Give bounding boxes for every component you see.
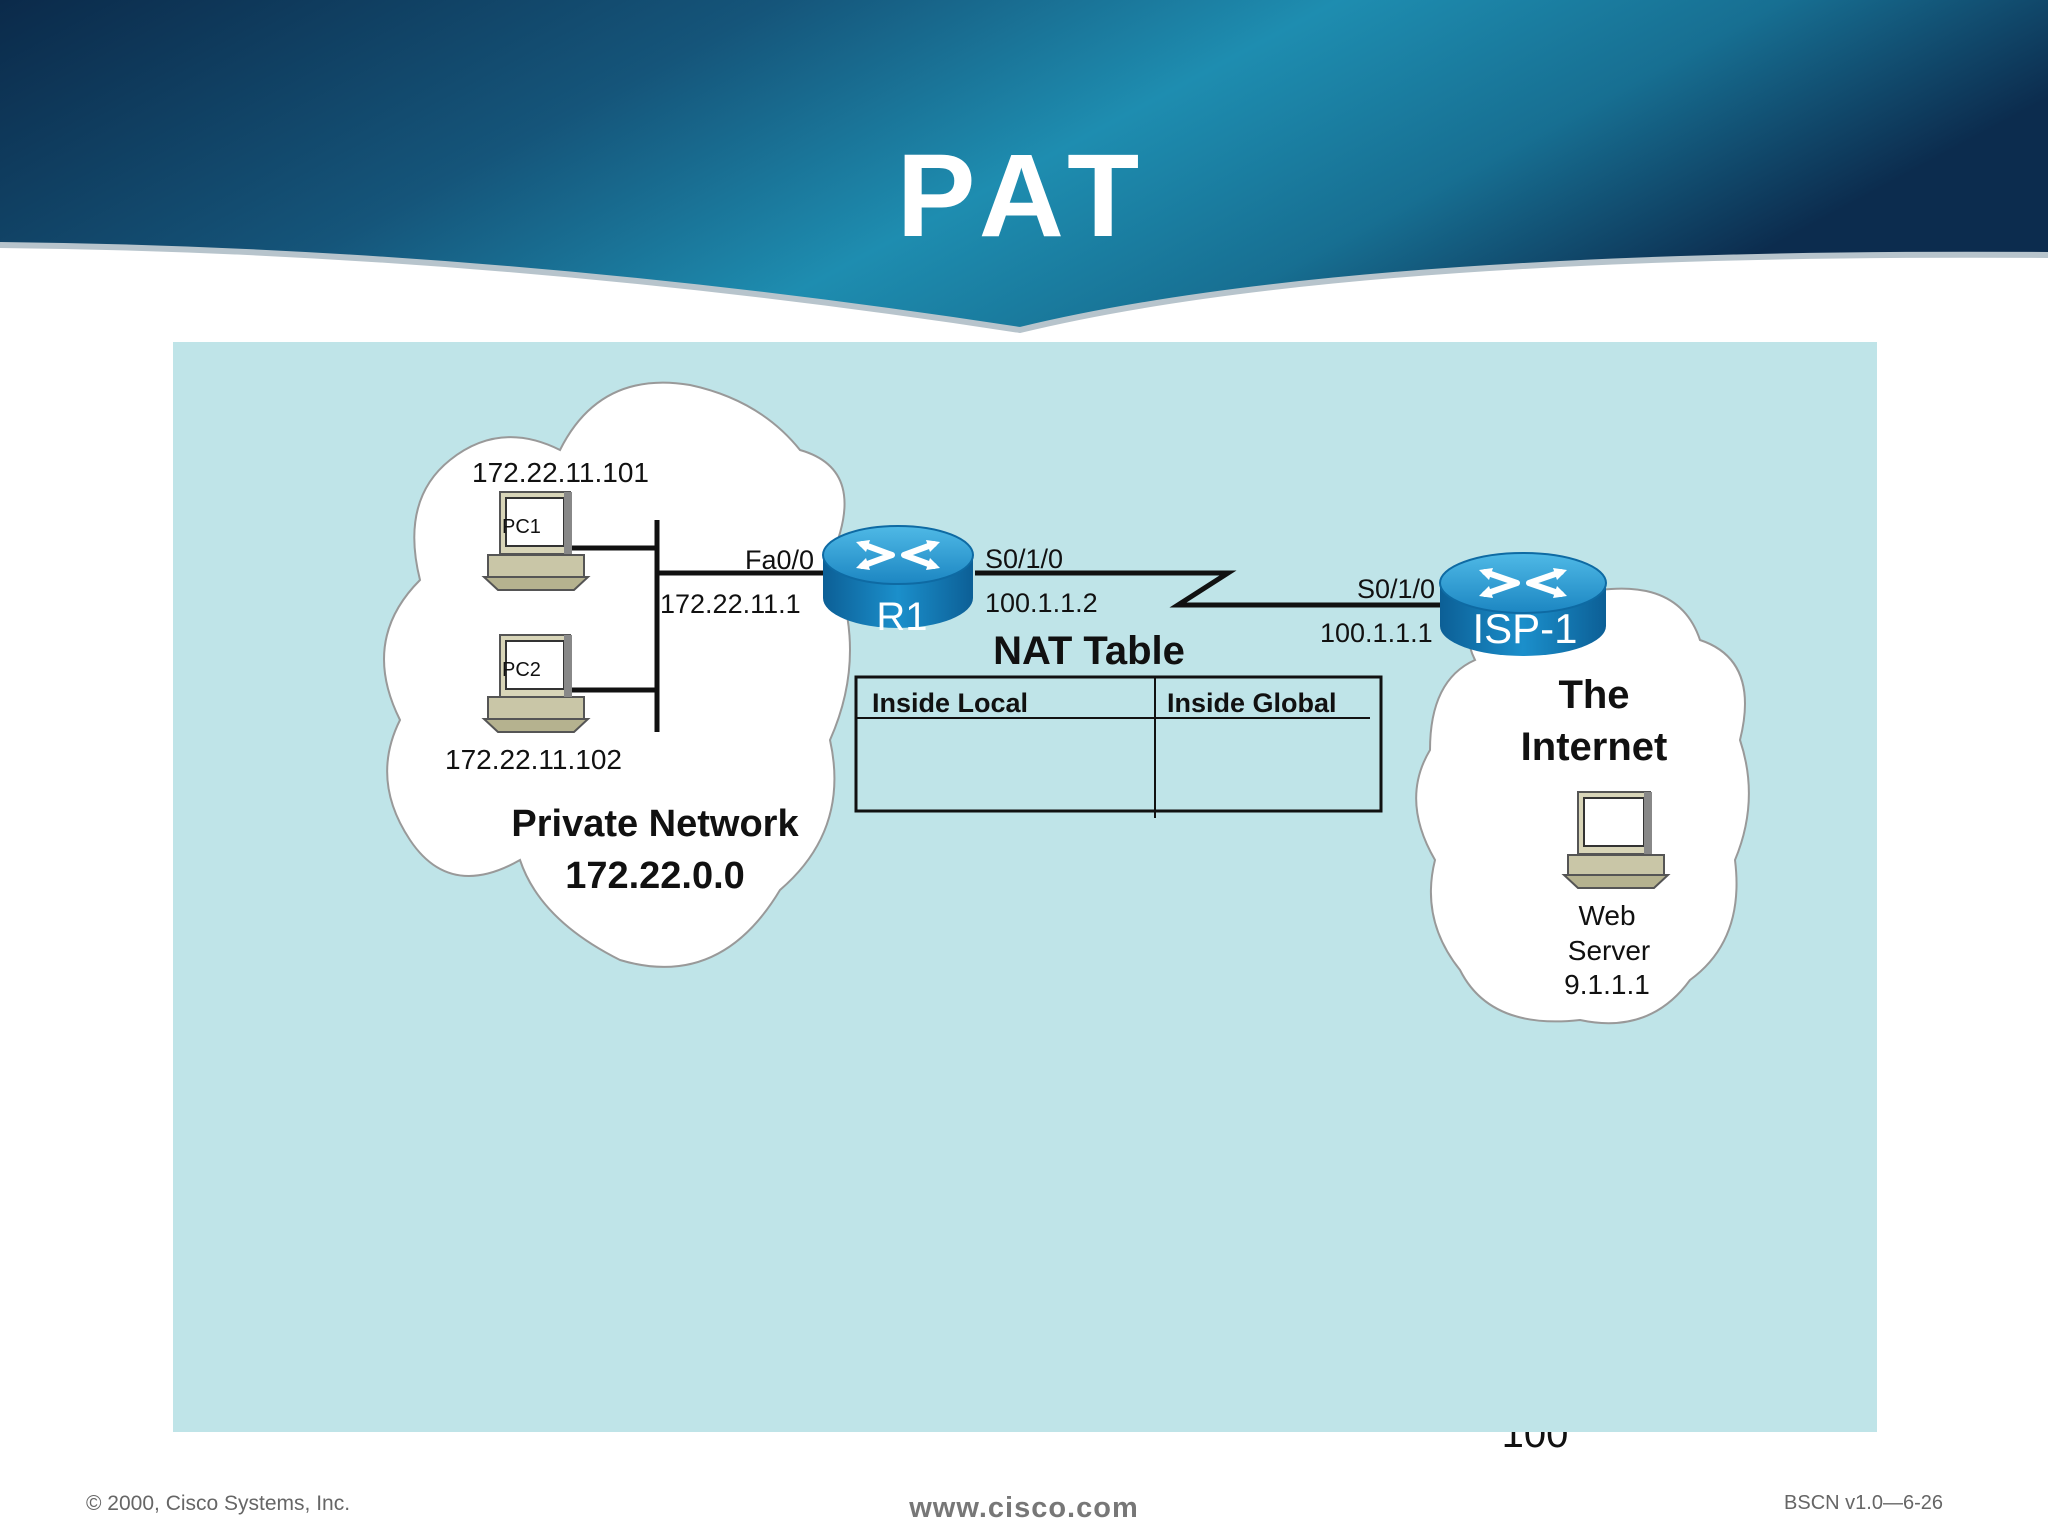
slide-title: PAT [896, 130, 1152, 262]
header-banner [0, 0, 2048, 334]
isp1-name: ISP-1 [1472, 605, 1577, 652]
isp1-router-icon [1439, 552, 1607, 656]
nat-table-title: NAT Table [993, 629, 1185, 673]
pc1-name: PC1 [502, 516, 541, 538]
web-server-ip: 9.1.1.1 [1564, 969, 1650, 1000]
isp1-serial-ip: 100.1.1.1 [1320, 618, 1433, 648]
nat-col-inside-global: Inside Global [1167, 688, 1337, 718]
internet-label-the: The [1558, 673, 1629, 717]
isp1-serial-interface: S0/1/0 [1357, 574, 1435, 604]
footer-copyright: © 2000, Cisco Systems, Inc. [86, 1492, 351, 1515]
footer-url: www.cisco.com [909, 1492, 1139, 1524]
private-network-address: 172.22.0.0 [565, 855, 745, 897]
pc2-ip: 172.22.11.102 [445, 744, 622, 775]
r1-router-icon [822, 525, 974, 628]
pc1-ip: 172.22.11.101 [472, 457, 649, 488]
web-server-label-web: Web [1578, 900, 1635, 931]
web-server-computer-icon [1561, 791, 1671, 889]
serial-link [975, 570, 1440, 608]
r1-serial-interface: S0/1/0 [985, 544, 1063, 574]
web-server-label-server: Server [1568, 935, 1650, 966]
nat-table [854, 675, 1383, 818]
nat-col-inside-local: Inside Local [872, 688, 1028, 718]
private-network-label: Private Network [511, 803, 799, 845]
r1-serial-ip: 100.1.1.2 [985, 588, 1098, 618]
r1-fa-interface: Fa0/0 [745, 545, 814, 575]
internet-label: Internet [1521, 725, 1668, 769]
pc2-computer-icon [481, 634, 591, 733]
r1-fa-ip: 172.22.11.1 [660, 589, 801, 619]
footer-course-code: BSCN v1.0—6-26 [1784, 1492, 1943, 1514]
pc2-name: PC2 [502, 659, 541, 681]
r1-name: R1 [876, 595, 927, 639]
pc1-computer-icon [481, 491, 591, 591]
